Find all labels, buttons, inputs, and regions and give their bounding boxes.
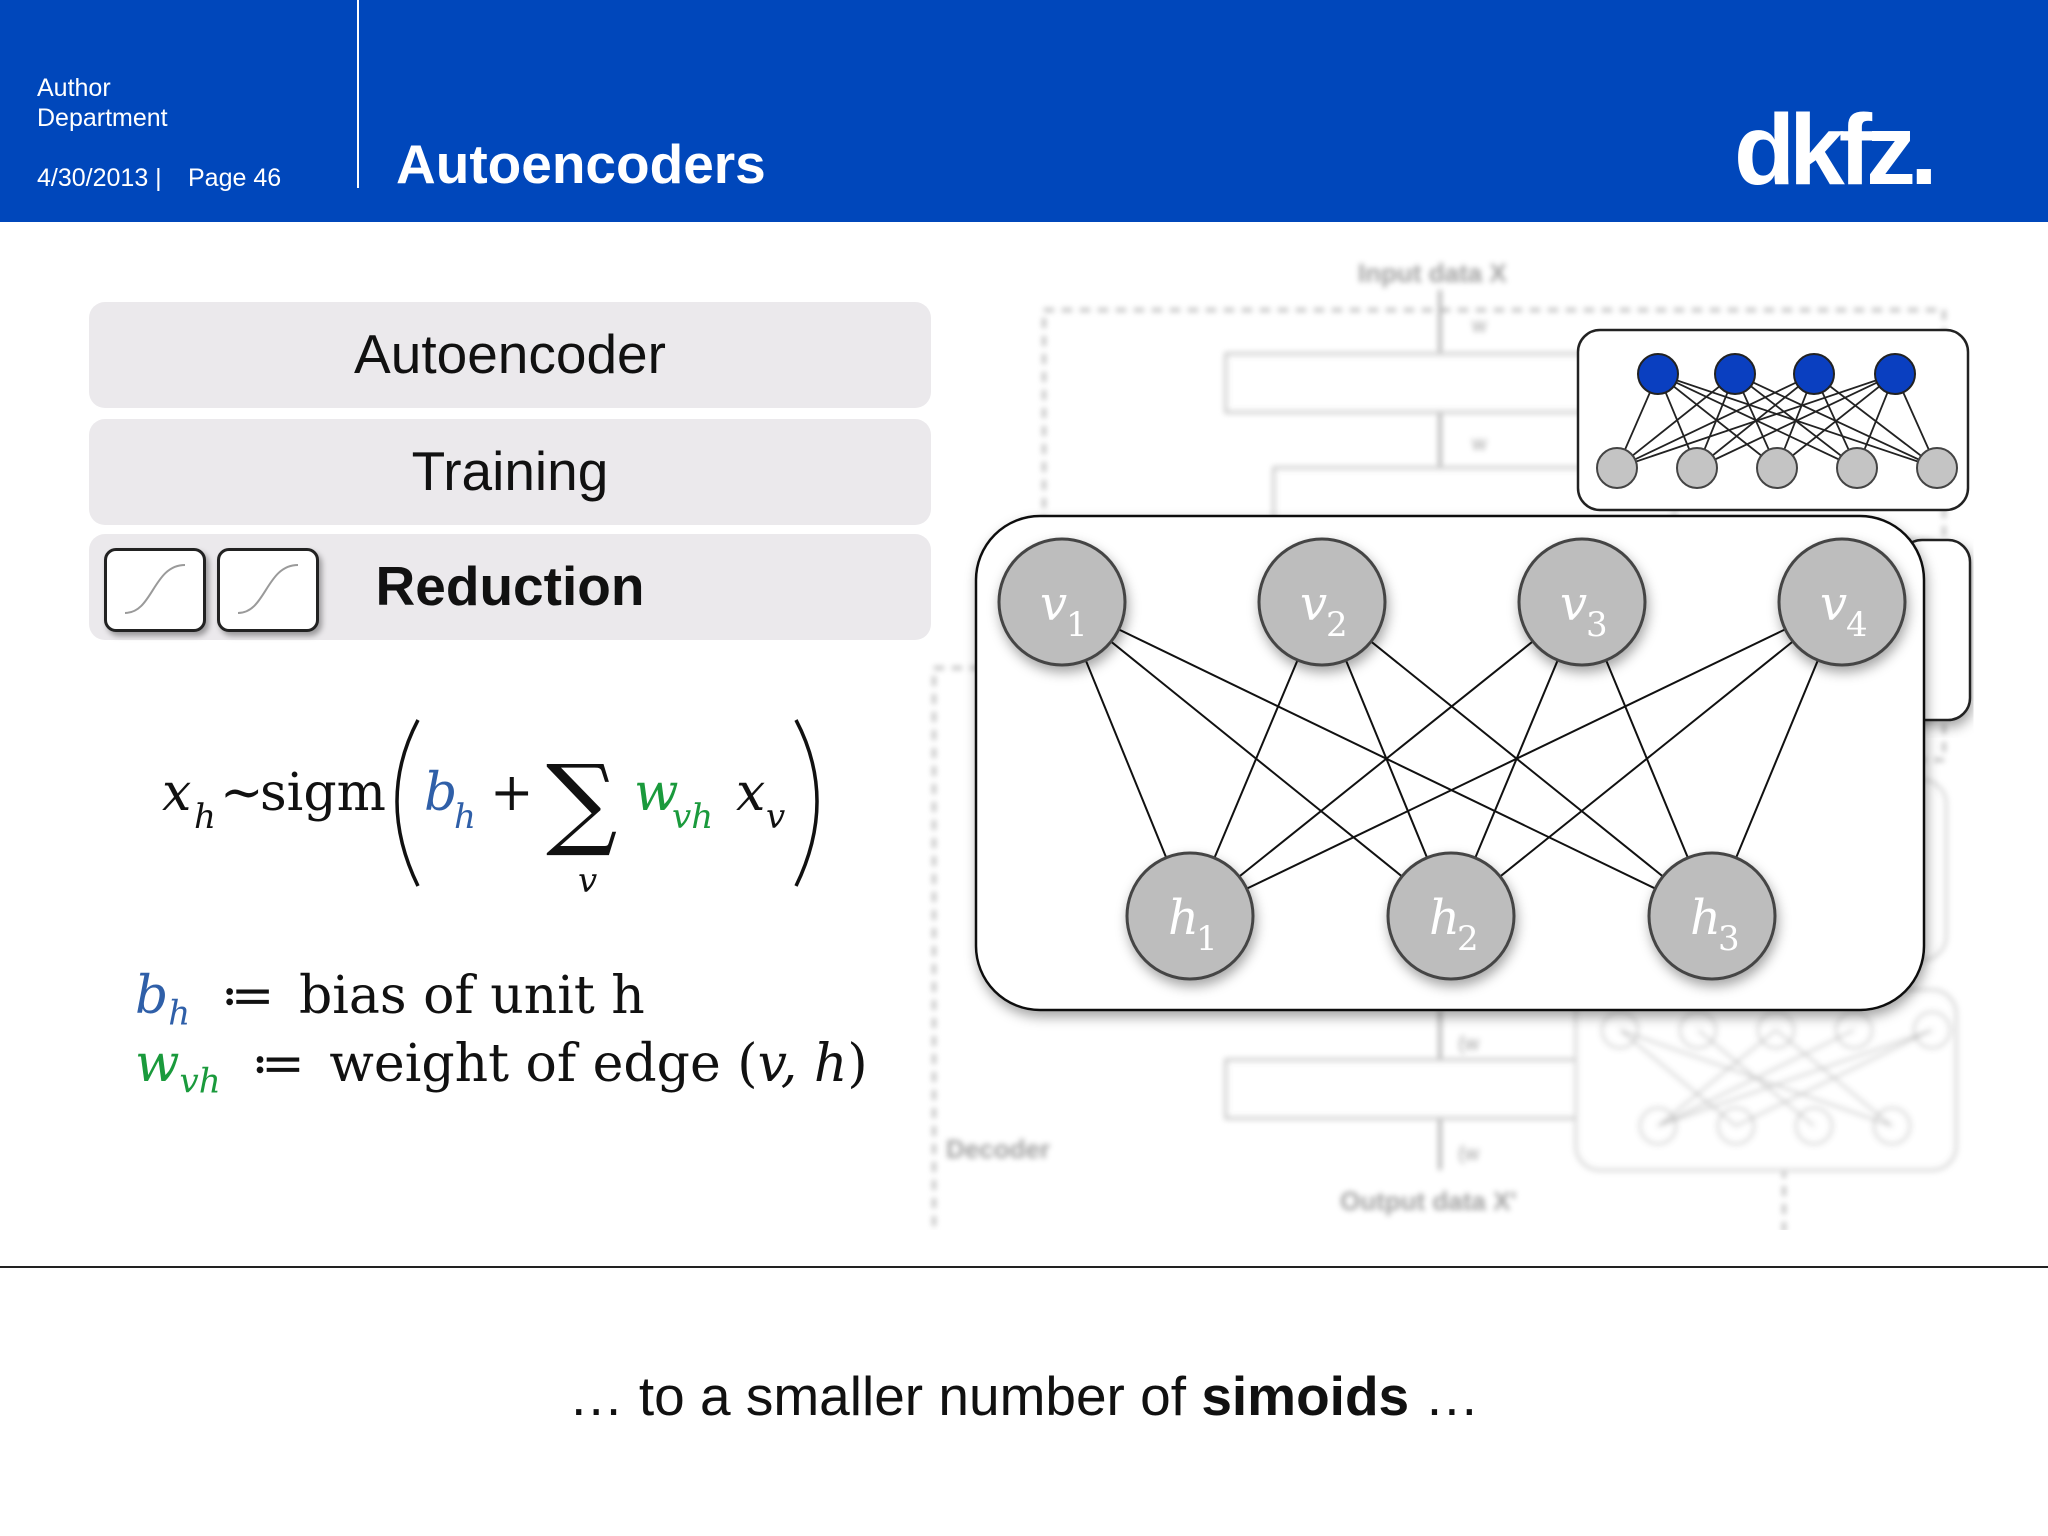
formula-func: sigm [260, 763, 386, 823]
node-label-sub: 1 [1196, 919, 1218, 959]
hidden-node [1125, 851, 1255, 981]
hidden-node [1647, 851, 1777, 981]
def-text: weight of edge ( [329, 1034, 758, 1094]
formula-lhs: x [162, 763, 191, 823]
node-label: v [1560, 576, 1587, 632]
node-label-sub: 1 [1066, 605, 1088, 645]
node-label-sub: 3 [1586, 605, 1608, 645]
visible-node [1777, 537, 1907, 667]
sigmoid-icon [104, 548, 206, 632]
node-label-sub: 3 [1718, 919, 1740, 959]
caption-bold: simoids [1201, 1365, 1410, 1427]
node-label: h [1168, 890, 1199, 946]
def-operator: ≔ [251, 1034, 305, 1094]
def-symbol-sub: vh [179, 1061, 221, 1102]
def-vars: v, h [757, 1034, 848, 1094]
menu-item-label: Reduction [375, 555, 645, 617]
node-label: h [1429, 890, 1460, 946]
def-symbol-sub: h [168, 993, 191, 1034]
weight-label: w [1471, 433, 1487, 455]
formula-sum-sub: v [578, 861, 597, 901]
page-number: Page 46 [188, 164, 282, 192]
inset-rbm-panel [1576, 328, 1970, 512]
formula-bias-sub: h [454, 797, 476, 837]
weight-label: w [1471, 315, 1487, 337]
menu-item-label: Training [411, 440, 609, 502]
input-label: Input data X [1358, 258, 1507, 288]
footer-rule [0, 1266, 2048, 1268]
formula-weight-sub: vh [672, 797, 713, 837]
node-label-sub: 2 [1457, 919, 1479, 959]
caption-prefix: … to a smaller number of [568, 1365, 1202, 1427]
def-close: ) [847, 1034, 868, 1094]
definition-weight: wvh ≔ weight of edge (v, h) [135, 1034, 868, 1101]
formula-plus: + [490, 763, 534, 823]
node-label-sub: 2 [1326, 605, 1348, 645]
right-paren [794, 719, 819, 887]
formula-weight: w [634, 763, 679, 823]
weight-label: (w [1458, 1143, 1480, 1165]
menu-item-training[interactable]: Training [89, 419, 931, 525]
formula-sum: ∑ [546, 743, 617, 860]
caption-suffix: … [1409, 1365, 1480, 1427]
sigmoid-formula: x h ~ sigm b h + ∑ v w vh x v [162, 719, 819, 901]
node-label: v [1300, 576, 1327, 632]
rbm-main-card: v 1 v 2 v 3 v 4 h 1 h 2 h 3 [974, 514, 1926, 1012]
def-symbol: b [135, 966, 169, 1026]
decoder-label: Decoder [946, 1134, 1050, 1164]
rbm-figure: Input data X w w (w (w Decoder Output da… [932, 258, 1972, 1230]
header-divider [357, 0, 359, 188]
visible-node [1517, 537, 1647, 667]
caption: … to a smaller number of simoids … [0, 1364, 2048, 1428]
hidden-node [1386, 851, 1516, 981]
definition-bias: bh ≔ bias of unit h [135, 966, 645, 1033]
left-paren [395, 719, 420, 887]
output-label: Output data X' [1340, 1186, 1517, 1216]
node-label-sub: 4 [1846, 605, 1868, 645]
node-label: v [1820, 576, 1847, 632]
visible-node [997, 537, 1127, 667]
weight-label: (w [1458, 1033, 1480, 1055]
date-text: 4/30/2013 | [37, 164, 162, 192]
menu-item-label: Autoencoder [354, 323, 666, 385]
formula-tilde: ~ [220, 763, 264, 823]
dkfz-logo: dkfz. [1734, 94, 1938, 206]
menu-item-autoencoder[interactable]: Autoencoder [89, 302, 931, 408]
node-label: v [1040, 576, 1067, 632]
formula-bias: b [424, 763, 457, 823]
department-text: Department [37, 104, 168, 132]
author-text: Author [37, 74, 111, 102]
slide-title: Autoencoders [396, 133, 766, 195]
node-label: h [1690, 890, 1721, 946]
formula-x-sub: v [766, 797, 785, 837]
formula-x: x [736, 763, 765, 823]
sigmoid-icon [217, 548, 319, 632]
def-symbol: w [135, 1034, 180, 1094]
def-text: bias of unit h [299, 966, 645, 1026]
menu-item-reduction[interactable]: Reduction [89, 534, 931, 640]
header-bar: Author Department 4/30/2013 | Page 46 Au… [0, 0, 2048, 222]
def-operator: ≔ [220, 966, 275, 1026]
visible-node [1257, 537, 1387, 667]
formula-lhs-sub: h [194, 797, 216, 837]
